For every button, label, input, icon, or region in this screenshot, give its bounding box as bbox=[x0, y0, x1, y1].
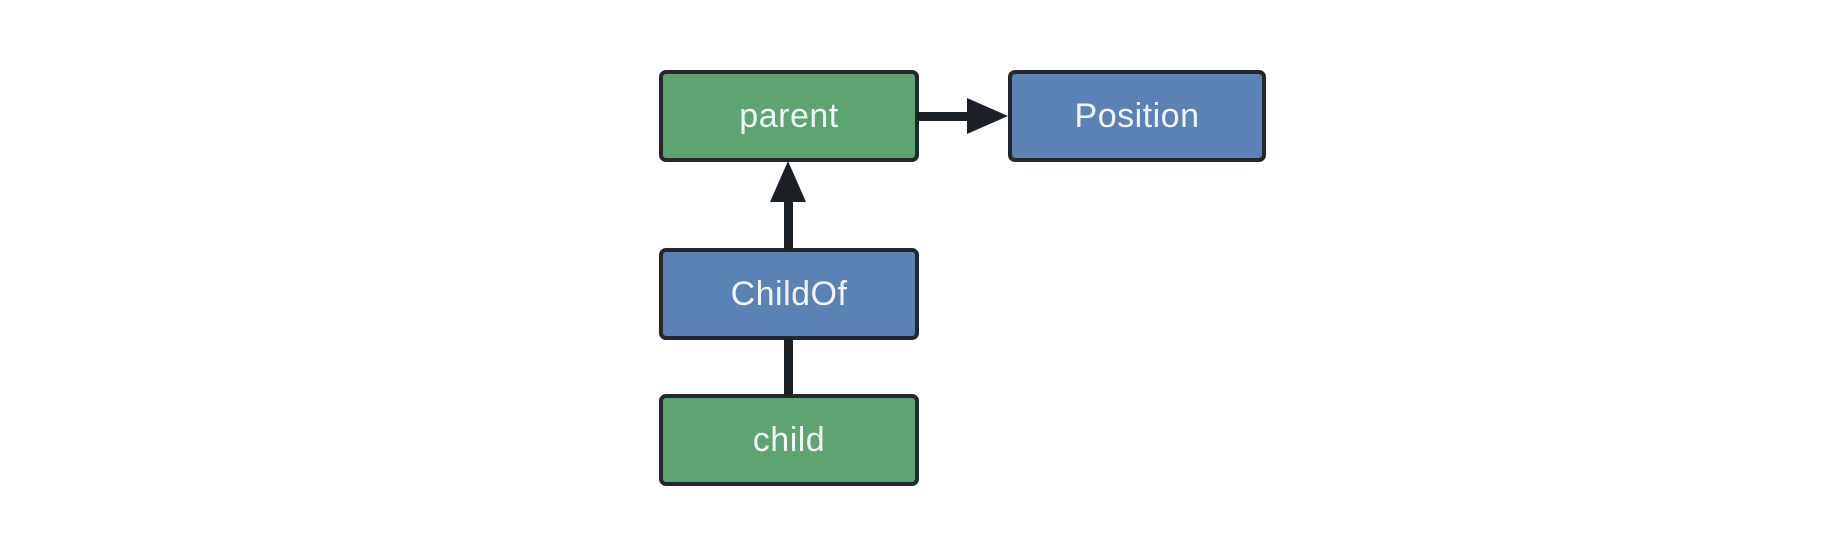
edge-parent-to-position-shaft bbox=[917, 112, 969, 121]
arrow-head-right-icon bbox=[967, 98, 1008, 134]
node-position: Position bbox=[1008, 70, 1266, 162]
node-parent-label: parent bbox=[739, 96, 839, 135]
node-child: child bbox=[659, 394, 919, 486]
node-position-label: Position bbox=[1074, 96, 1200, 135]
node-childof-label: ChildOf bbox=[730, 274, 848, 313]
node-childof: ChildOf bbox=[659, 248, 919, 340]
node-parent: parent bbox=[659, 70, 919, 162]
edge-childof-to-parent-shaft bbox=[784, 200, 793, 250]
node-child-label: child bbox=[752, 420, 826, 459]
edge-child-to-childof-line bbox=[784, 338, 793, 396]
arrow-head-up-icon bbox=[770, 161, 806, 202]
